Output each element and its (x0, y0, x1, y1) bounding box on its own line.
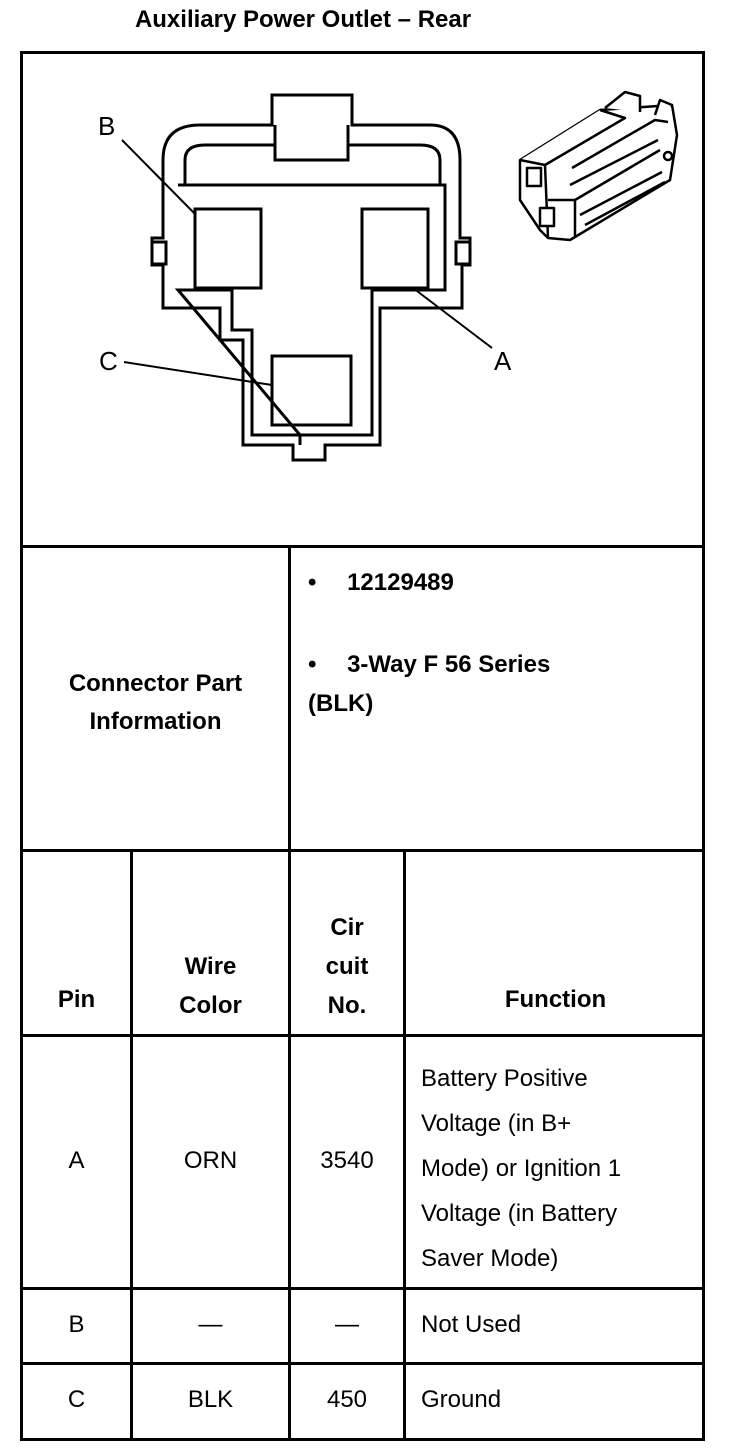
row-a-function-line: Voltage (in Battery (421, 1200, 618, 1227)
bullet-icon: • (308, 569, 317, 596)
part-description-line1: 3-Way F 56 Series (347, 651, 551, 678)
connector-part-label-line2: Information (89, 708, 222, 735)
row-a-function-line: Voltage (in B+ (421, 1110, 572, 1137)
divider (20, 1034, 705, 1037)
row-a-wire-color: ORN (183, 1147, 238, 1174)
divider (130, 849, 133, 1441)
divider (20, 1287, 705, 1290)
row-a-function-line: Saver Mode) (421, 1245, 559, 1272)
row-a-pin: A (68, 1147, 85, 1174)
row-b-function: Not Used (421, 1311, 522, 1338)
row-b-pin: B (68, 1311, 85, 1338)
header-circuit-no: Cir cuit No. (291, 908, 403, 1025)
divider (403, 849, 406, 1441)
row-c-function: Ground (421, 1386, 502, 1413)
callout-b: B (98, 111, 115, 141)
connector-face-diagram: B A C (98, 90, 679, 462)
row-b-circuit: — (335, 1311, 359, 1338)
connector-inner-outline (174, 183, 447, 445)
connector-part-label: Connector Part Information (23, 665, 288, 741)
side-tab-right (454, 240, 472, 266)
divider (20, 545, 705, 548)
header-wire-color: Wire Color (133, 947, 288, 1025)
connector-table-frame (20, 51, 705, 1441)
callout-c: C (99, 346, 118, 376)
row-a-function-line: Mode) or Ignition 1 (421, 1155, 622, 1182)
header-wire-line2: Color (179, 992, 242, 1019)
cavity-b (193, 207, 263, 290)
part-number: 12129489 (347, 569, 454, 596)
connector-outline (150, 93, 472, 462)
row-a-circuit: 3540 (320, 1147, 374, 1174)
row-b-wire-color: — (198, 1311, 223, 1338)
cavity-c (270, 354, 353, 427)
row-c-wire-color: BLK (187, 1386, 234, 1413)
page-title: Auxiliary Power Outlet – Rear (134, 6, 472, 33)
connector-3d-illustration (518, 90, 679, 242)
part-description-item: • 3-Way F 56 Series (BLK) (308, 645, 550, 723)
row-a-function: Battery Positive Voltage (in B+ Mode) or… (421, 1056, 621, 1281)
header-circuit-line1: Cir (330, 914, 364, 941)
divider (20, 849, 705, 852)
latch-bridge (183, 143, 442, 185)
bullet-icon: • (308, 651, 317, 678)
part-number-item: • 12129489 (308, 568, 454, 598)
header-function: Function (504, 986, 607, 1013)
header-pin: Pin (57, 986, 96, 1013)
divider (20, 1362, 705, 1365)
row-c-pin: C (67, 1386, 86, 1413)
callout-a: A (494, 346, 512, 376)
part-description-line2: (BLK) (308, 690, 374, 717)
row-c-circuit: 450 (326, 1386, 368, 1413)
row-a-function-line: Battery Positive (421, 1065, 588, 1092)
divider (288, 545, 291, 1441)
header-wire-line1: Wire (184, 953, 237, 980)
header-circuit-line3: No. (327, 992, 367, 1019)
header-circuit-line2: cuit (325, 953, 369, 980)
connector-part-label-line1: Connector Part (68, 670, 243, 697)
side-tab-left (150, 240, 168, 266)
cavity-a (360, 207, 430, 290)
